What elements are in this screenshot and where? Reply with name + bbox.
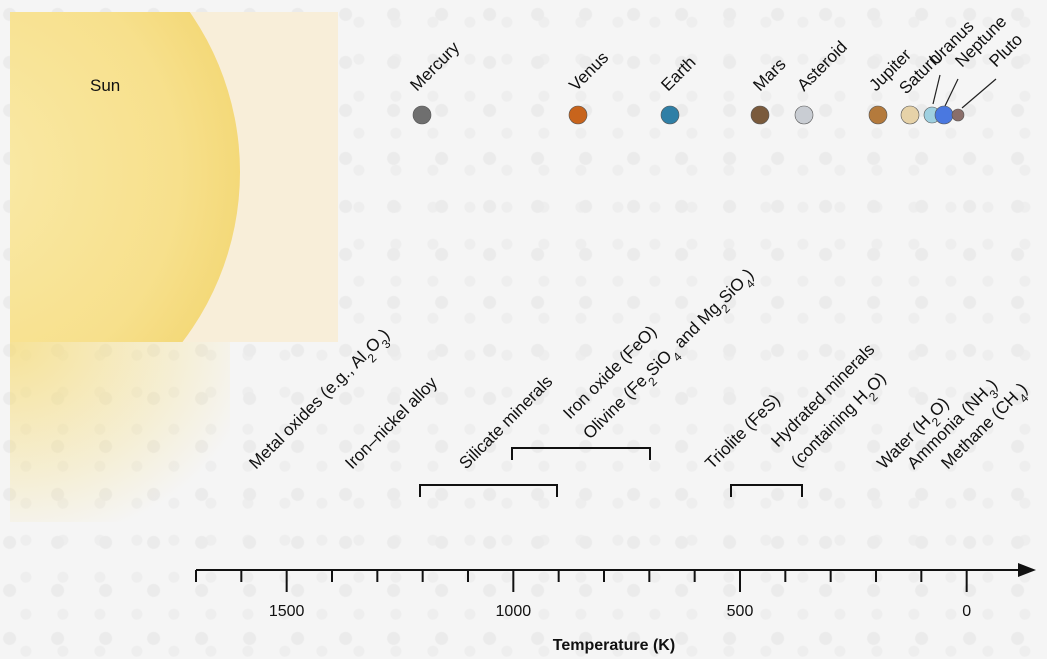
sun-glow — [10, 342, 230, 522]
planet-label-venus: Venus — [565, 48, 612, 95]
leader-line-neptune — [944, 78, 959, 107]
planet-label-mercury: Mercury — [406, 38, 463, 95]
planet-mercury-icon — [412, 105, 432, 125]
mineral-label-triolite: Triolite (FeS) — [701, 390, 783, 472]
planet-label-asteroid: Asteroid — [793, 37, 851, 95]
mineral-label-silicate: Silicate minerals — [455, 372, 556, 473]
axis-title: Temperature (K) — [553, 637, 675, 654]
planet-earth-icon — [660, 105, 680, 125]
tick-label: 1500 — [269, 603, 305, 620]
sun-disc — [10, 12, 240, 342]
sun-panel — [10, 12, 338, 342]
temperature-axis: 1500 1000 500 0 Temperature (K) — [195, 563, 1036, 654]
leader-line-uranus — [932, 74, 941, 105]
mineral-label-iron-nickel: Iron–nickel alloy — [341, 373, 441, 473]
planet-leader-lines — [932, 74, 997, 109]
planet-label-earth: Earth — [657, 53, 699, 95]
tick-label: 500 — [727, 603, 754, 620]
planet-saturn-icon — [900, 105, 920, 125]
planet-dots — [412, 105, 965, 125]
planet-pluto-icon — [951, 108, 965, 122]
planet-venus-icon — [568, 105, 588, 125]
tick-label: 0 — [962, 603, 971, 620]
planet-labels: Mercury Venus Earth Mars Asteroid Jupite… — [406, 12, 1026, 98]
axis-ticks — [195, 570, 968, 592]
planet-neptune-icon — [934, 105, 954, 125]
bracket-silicate — [419, 484, 558, 497]
tick-label: 1000 — [496, 603, 532, 620]
planet-asteroid-icon — [794, 105, 814, 125]
sun-label: Sun — [90, 76, 121, 95]
leader-line-pluto — [961, 78, 997, 109]
mineral-label-olivine: Olivine (Fe2SiO4 and Mg2SiO4) — [579, 265, 761, 447]
planet-label-mars: Mars — [749, 55, 789, 95]
bracket-triolite-hydrated — [730, 484, 803, 497]
planet-jupiter-icon — [868, 105, 888, 125]
axis-tick-labels: 1500 1000 500 0 — [269, 603, 971, 620]
bracket-iron-oxide-olivine — [511, 447, 651, 460]
axis-arrow-icon — [1018, 563, 1036, 577]
mineral-label-metal-oxides: Metal oxides (e.g., Al2O3) — [245, 325, 397, 477]
mineral-labels: Metal oxides (e.g., Al2O3) Iron–nickel a… — [245, 265, 1031, 477]
condensation-brackets — [419, 447, 803, 497]
planet-mars-icon — [750, 105, 770, 125]
